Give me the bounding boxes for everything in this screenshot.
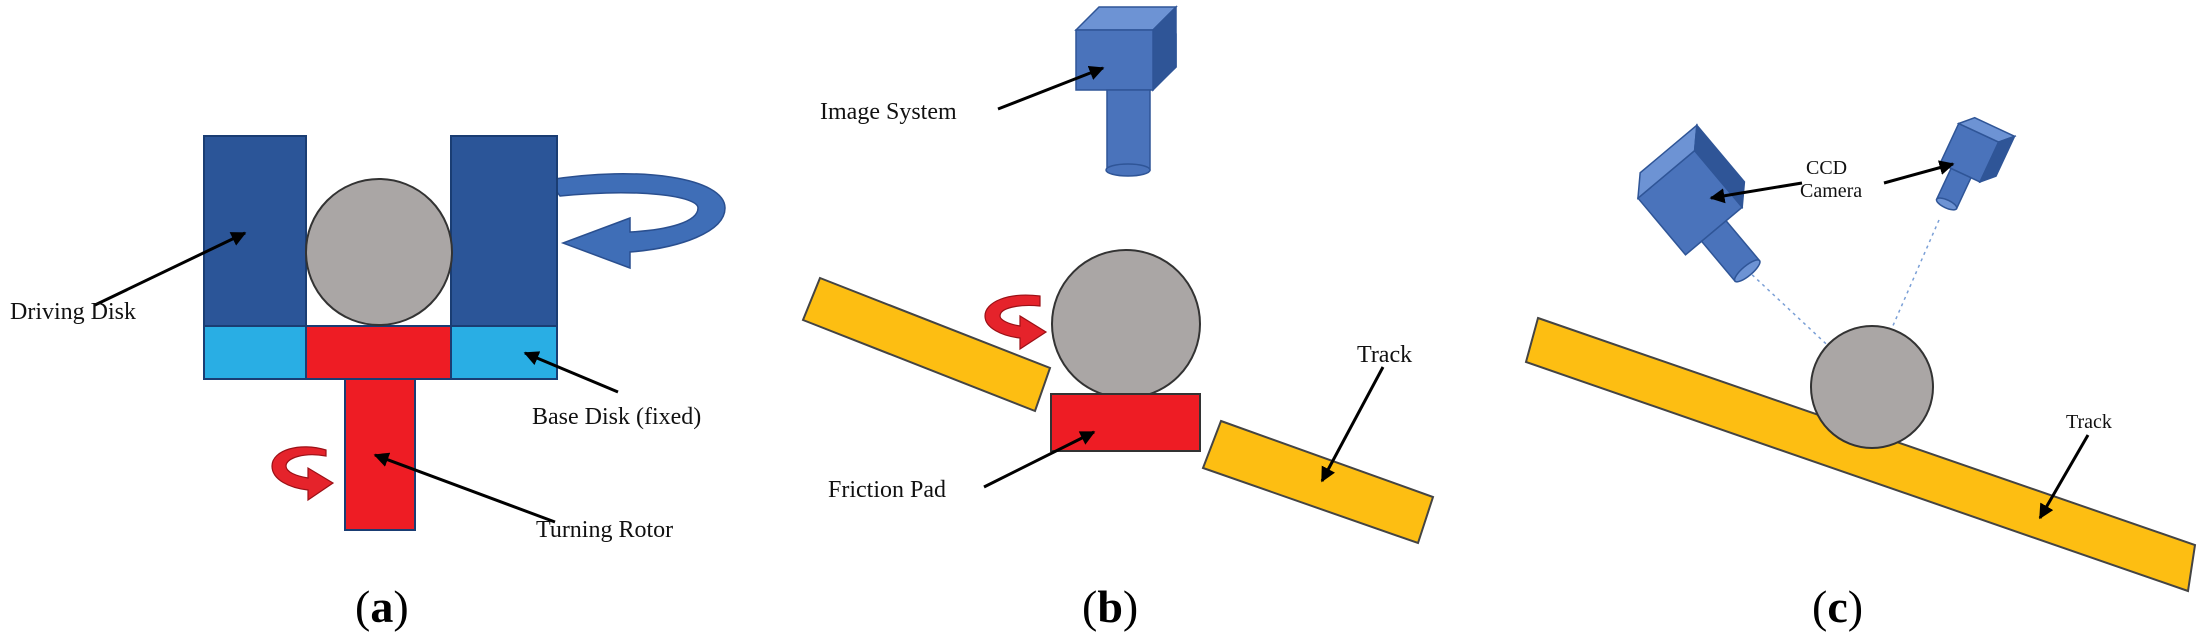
track-left-segment bbox=[801, 276, 1052, 413]
pointer-track bbox=[1320, 366, 1385, 483]
ccd-camera-left-icon bbox=[1636, 123, 1761, 283]
label-ccd-line2: Camera bbox=[1800, 180, 1862, 202]
rotation-arrow-red-icon bbox=[984, 294, 1048, 351]
base-disk-right bbox=[450, 325, 558, 380]
caption-b: (b) bbox=[1082, 581, 1138, 632]
panel-b: Image System Track Friction Pad (b) bbox=[801, 5, 1435, 632]
test-ball bbox=[305, 178, 453, 326]
pointer-image-system bbox=[997, 65, 1105, 111]
panel-a: Driving Disk Base Disk (fixed) Turning R… bbox=[10, 135, 726, 632]
pointer-ccd-right bbox=[1883, 160, 1955, 185]
label-ccd-line1: CCD bbox=[1806, 157, 1847, 179]
track bbox=[1524, 316, 2197, 593]
panel-c: CCD Camera Track (c) bbox=[1524, 116, 2197, 632]
camera-icon bbox=[1074, 5, 1178, 177]
pointer-friction-pad bbox=[983, 430, 1096, 489]
base-disk-left bbox=[203, 325, 307, 380]
rotation-arrow-red-icon bbox=[271, 446, 335, 502]
label-image-system: Image System bbox=[820, 99, 957, 125]
label-friction-pad: Friction Pad bbox=[828, 477, 946, 503]
rotor-head bbox=[305, 325, 452, 380]
pointer-track-c bbox=[2038, 434, 2090, 520]
ccd-camera-right-icon bbox=[1935, 116, 2017, 211]
label-turning-rotor: Turning Rotor bbox=[536, 517, 673, 543]
test-ball bbox=[1051, 249, 1201, 399]
label-base-disk: Base Disk (fixed) bbox=[532, 404, 701, 430]
driving-disk-left bbox=[203, 135, 307, 327]
pointer-driving-disk bbox=[94, 231, 247, 307]
pointer-turning-rotor bbox=[373, 452, 556, 524]
caption-a: (a) bbox=[355, 581, 409, 632]
test-ball bbox=[1810, 325, 1934, 449]
label-driving-disk: Driving Disk bbox=[10, 299, 136, 325]
track-right-segment bbox=[1201, 419, 1435, 545]
rotation-arrow-blue-icon bbox=[546, 173, 726, 270]
rotor-shaft bbox=[344, 378, 416, 531]
label-track-c: Track bbox=[2066, 411, 2112, 433]
label-track: Track bbox=[1357, 342, 1412, 368]
driving-disk-right bbox=[450, 135, 558, 327]
pointer-ccd-left bbox=[1709, 181, 1803, 204]
caption-c: (c) bbox=[1812, 581, 1863, 632]
pointer-base-disk bbox=[523, 351, 619, 394]
